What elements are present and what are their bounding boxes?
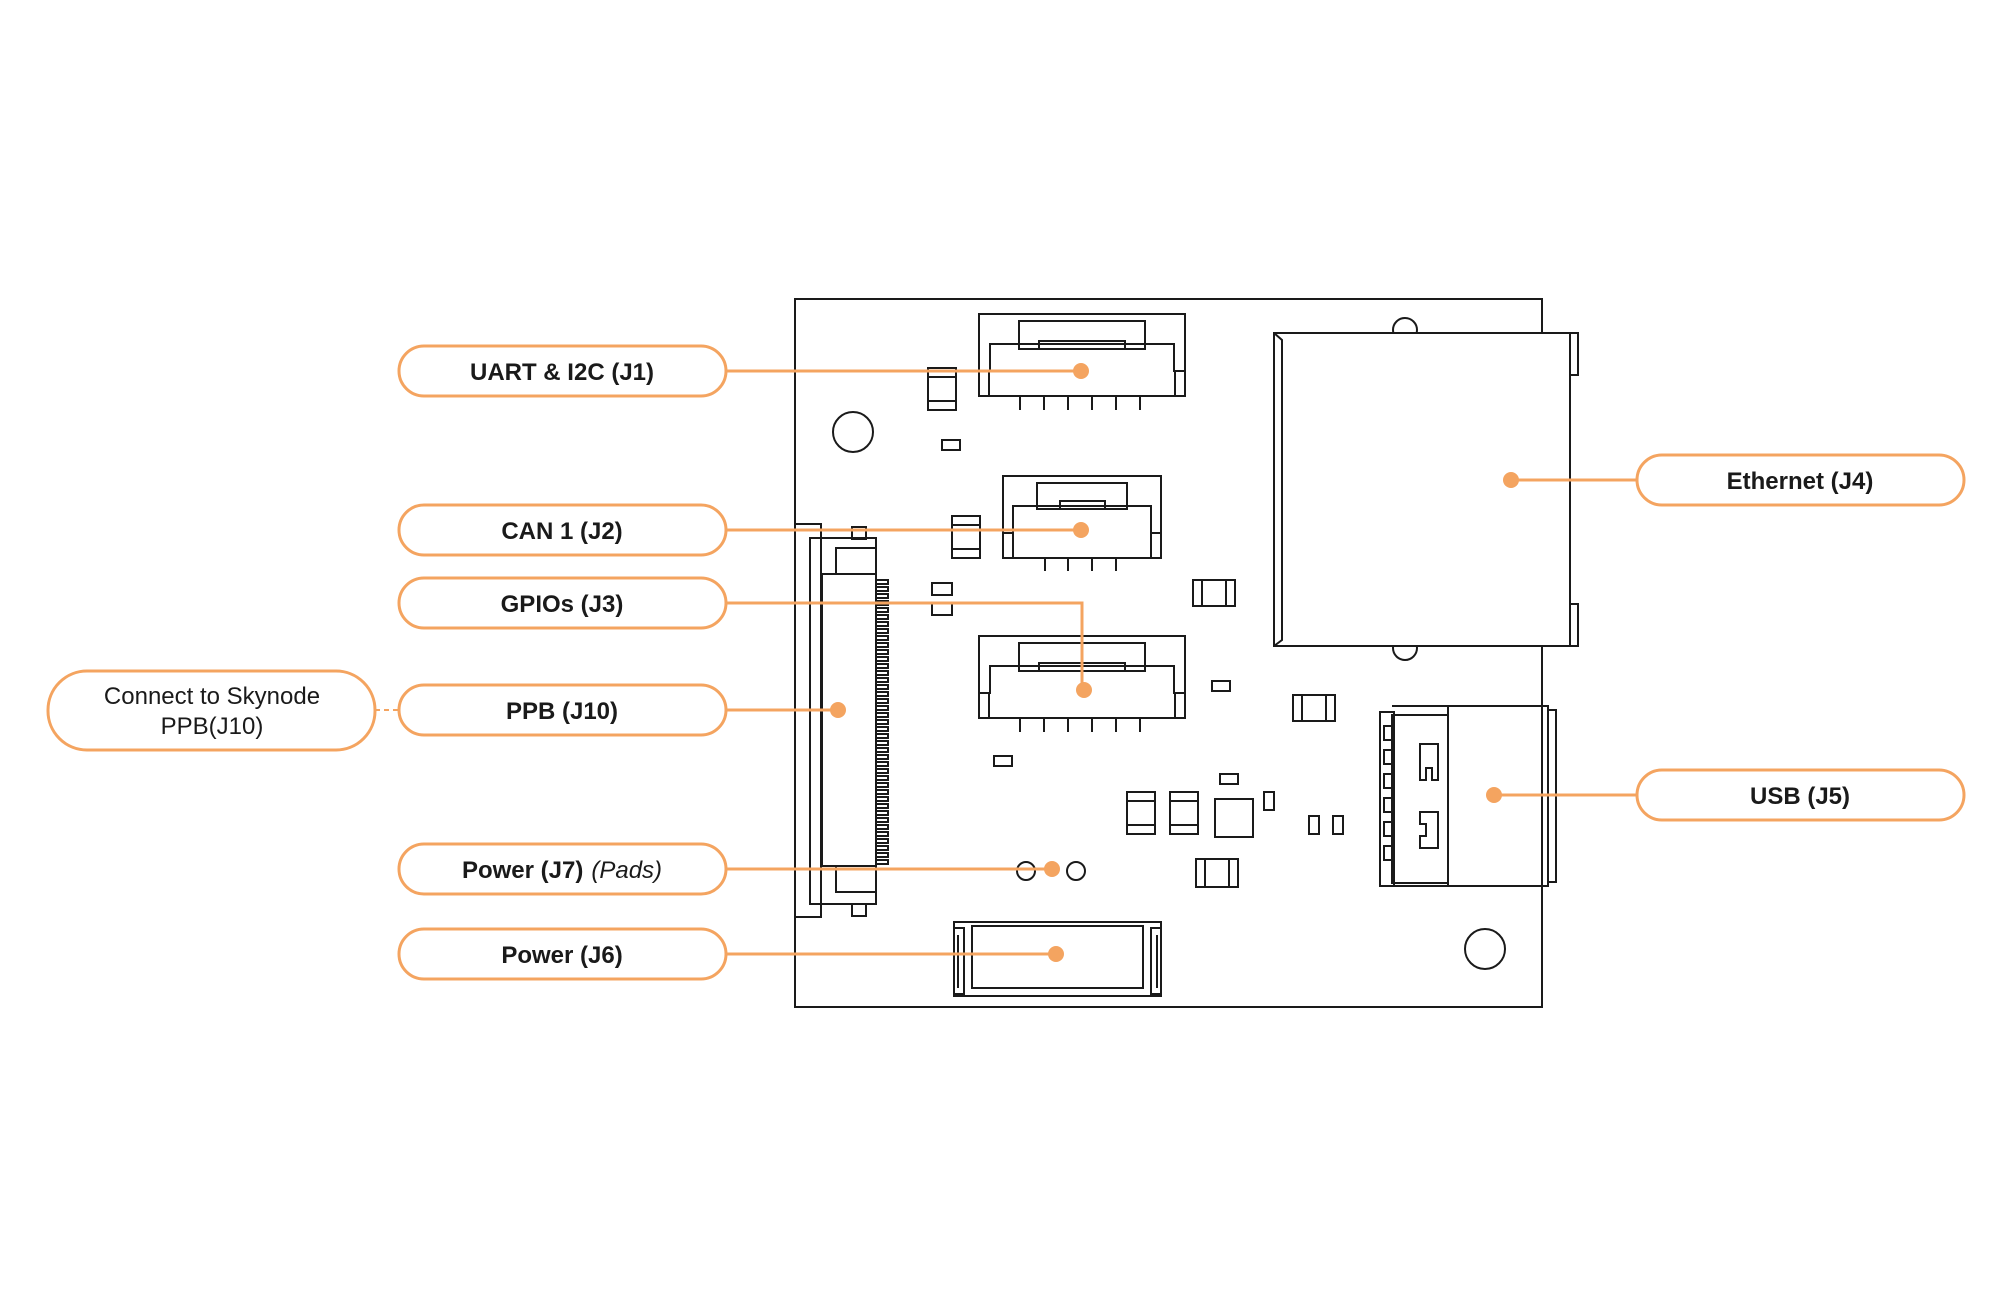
j10-pin bbox=[875, 698, 889, 704]
mounting-hole-bottom-right bbox=[1464, 928, 1506, 970]
note-line2: PPB(J10) bbox=[161, 713, 264, 740]
j10-pin bbox=[875, 635, 889, 641]
j10-pin bbox=[875, 782, 889, 788]
j10-pin bbox=[875, 677, 889, 683]
pill-j7 bbox=[397, 842, 728, 896]
j10-pin bbox=[875, 740, 889, 746]
label-power-j7: Power (J7) bbox=[462, 857, 583, 884]
j5-usb-connector bbox=[1379, 705, 1557, 887]
j10-pin bbox=[875, 768, 889, 774]
j10-pin bbox=[875, 747, 889, 753]
note-line1: Connect to Skynode bbox=[104, 683, 320, 710]
j10-pin bbox=[875, 726, 889, 732]
j10-pin bbox=[875, 586, 889, 592]
note-pill bbox=[46, 669, 377, 752]
j10-pin bbox=[875, 817, 889, 823]
label-ppb: PPB (J10) bbox=[506, 698, 618, 725]
j10-pin bbox=[875, 614, 889, 620]
j10-pin bbox=[875, 607, 889, 613]
pill-j5 bbox=[1635, 768, 1966, 822]
dot-j6 bbox=[1048, 946, 1064, 962]
pill-j6 bbox=[397, 927, 728, 981]
j10-pin bbox=[875, 831, 889, 837]
pill-j1 bbox=[397, 344, 728, 398]
label-uart-i2c: UART & I2C (J1) bbox=[470, 359, 654, 386]
pill-j3 bbox=[397, 576, 728, 630]
pill-j10 bbox=[397, 683, 728, 737]
j6-power-connector bbox=[953, 921, 1162, 997]
j10-pin bbox=[875, 621, 889, 627]
j10-pin bbox=[875, 803, 889, 809]
j10-pin bbox=[875, 789, 889, 795]
j2-connector bbox=[1002, 475, 1162, 571]
j10-pin bbox=[875, 754, 889, 760]
j7-power-pads bbox=[1016, 861, 1086, 881]
j10-pin bbox=[875, 642, 889, 648]
callout-lines bbox=[375, 369, 1637, 956]
j10-pin bbox=[875, 852, 889, 858]
j10-pin bbox=[875, 796, 889, 802]
label-power-j7-note: (Pads) bbox=[591, 857, 662, 884]
j10-pin bbox=[875, 859, 889, 865]
label-pills bbox=[46, 344, 1966, 981]
pill-j4 bbox=[1635, 453, 1966, 507]
j10-pin bbox=[875, 593, 889, 599]
label-gpios: GPIOs (J3) bbox=[501, 591, 624, 618]
j10-pin bbox=[875, 719, 889, 725]
dot-j4 bbox=[1503, 472, 1519, 488]
dot-j3 bbox=[1076, 682, 1092, 698]
j10-pin bbox=[875, 712, 889, 718]
label-power-j7-group: Power (J7) (Pads) bbox=[462, 857, 662, 884]
dot-j7 bbox=[1044, 861, 1060, 877]
j10-pin bbox=[875, 663, 889, 669]
smd-components bbox=[927, 367, 1344, 888]
dot-j2 bbox=[1073, 522, 1089, 538]
j10-pin bbox=[875, 691, 889, 697]
pcb-board bbox=[794, 298, 1579, 1008]
j10-pin bbox=[875, 649, 889, 655]
callout-dots bbox=[830, 363, 1519, 962]
j10-pin bbox=[875, 845, 889, 851]
j10-pin bbox=[875, 810, 889, 816]
j10-pin bbox=[875, 761, 889, 767]
dot-j1 bbox=[1073, 363, 1089, 379]
j10-pin bbox=[875, 670, 889, 676]
j10-pin bbox=[875, 838, 889, 844]
j10-pin bbox=[875, 705, 889, 711]
j10-pin bbox=[875, 656, 889, 662]
j10-pin bbox=[875, 628, 889, 634]
label-usb: USB (J5) bbox=[1750, 783, 1850, 810]
j4-ethernet-jack bbox=[1273, 317, 1579, 661]
leader-j3 bbox=[726, 601, 1084, 690]
label-power-j6: Power (J6) bbox=[501, 942, 622, 969]
dot-j5 bbox=[1486, 787, 1502, 803]
j10-pin bbox=[875, 824, 889, 830]
j1-connector bbox=[978, 313, 1186, 410]
j10-pin bbox=[875, 684, 889, 690]
mounting-hole-top-left bbox=[832, 411, 874, 453]
pill-j2 bbox=[397, 503, 728, 557]
label-ethernet: Ethernet (J4) bbox=[1727, 468, 1874, 495]
j10-pin bbox=[875, 579, 889, 585]
label-can1: CAN 1 (J2) bbox=[501, 518, 622, 545]
dot-j10 bbox=[830, 702, 846, 718]
j10-connector bbox=[794, 523, 889, 918]
j10-pin bbox=[875, 733, 889, 739]
j10-pin bbox=[875, 775, 889, 781]
